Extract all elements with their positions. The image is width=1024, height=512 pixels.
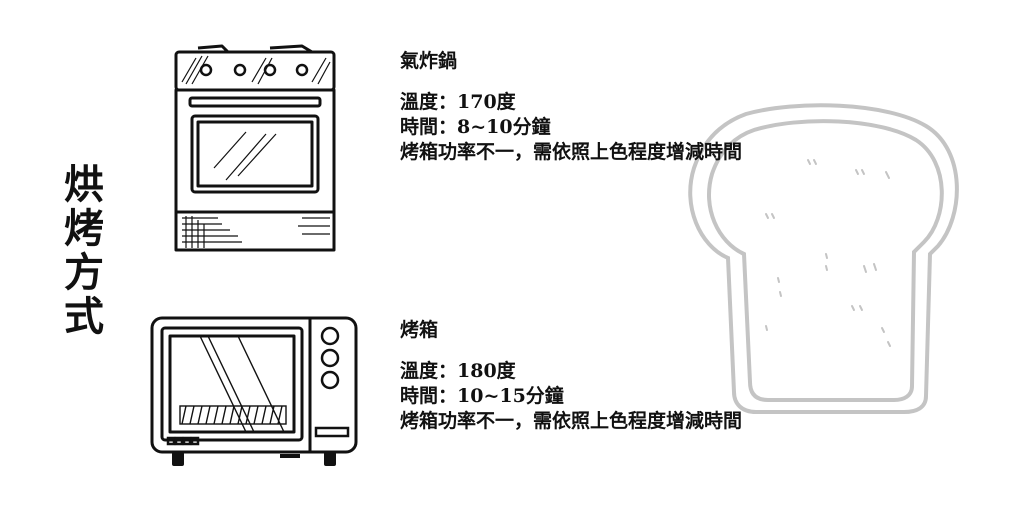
toaster-oven-icon	[150, 316, 358, 466]
method-name: 氣炸鍋	[400, 50, 458, 72]
note-text: 烤箱功率不一，需依照上色程度增減時間	[400, 141, 743, 163]
oven-stove-icon	[174, 44, 336, 252]
air-fryer-info: 氣炸鍋 溫度：170度 時間：8~10分鐘 烤箱功率不一，需依照上色程度增減時間	[400, 48, 742, 165]
section-title-char: 式	[64, 293, 104, 340]
method-name: 烤箱	[400, 319, 439, 341]
section-title-char: 烤	[64, 205, 104, 252]
bread-slice-icon	[688, 103, 959, 414]
note-text: 烤箱功率不一，需依照上色程度增減時間	[400, 410, 743, 432]
time-text: 時間：10~15分鐘	[400, 385, 564, 407]
section-title: 烘 烤 方 式	[62, 163, 106, 339]
section-title-char: 方	[64, 249, 104, 296]
temperature-text: 溫度：170度	[400, 91, 516, 113]
time-text: 時間：8~10分鐘	[400, 116, 551, 138]
section-title-char: 烘	[64, 161, 104, 208]
temperature-text: 溫度：180度	[400, 360, 516, 382]
oven-info: 烤箱 溫度：180度 時間：10~15分鐘 烤箱功率不一，需依照上色程度增減時間	[400, 317, 742, 434]
